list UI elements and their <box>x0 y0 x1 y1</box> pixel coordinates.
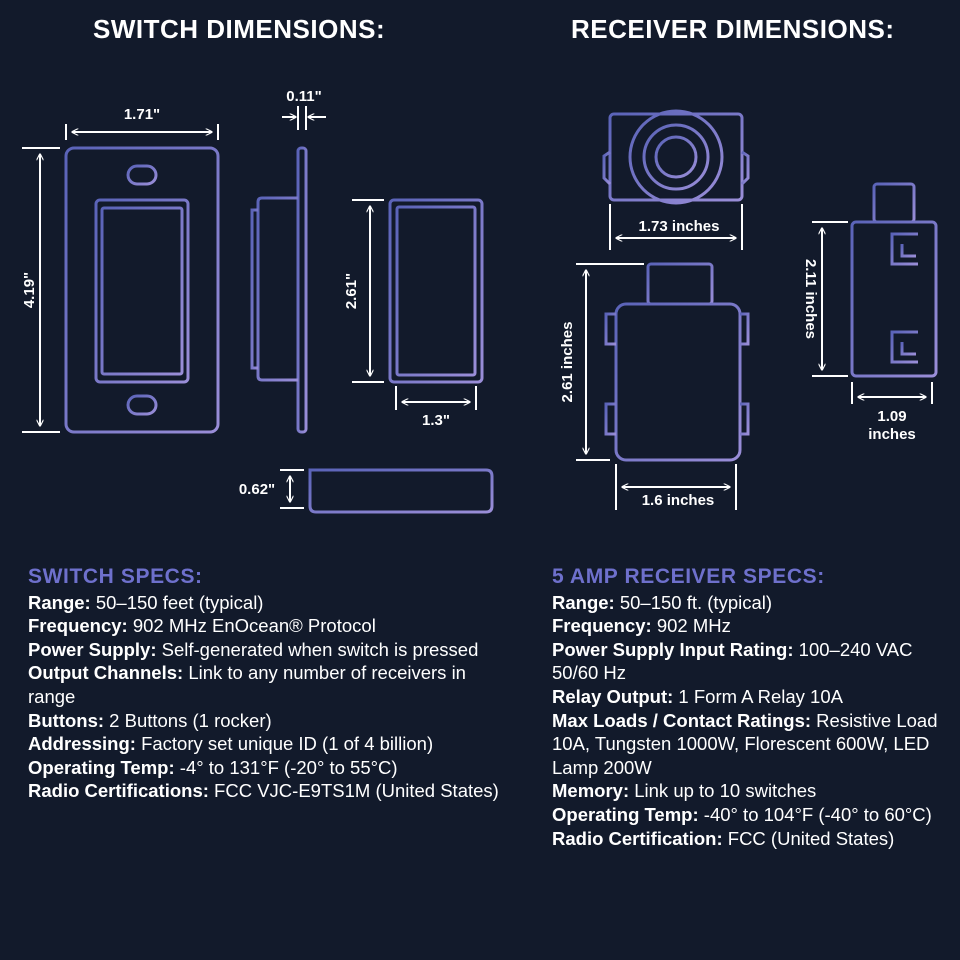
rocker-side-view <box>308 467 494 514</box>
rocker-height-label: 2.61" <box>343 273 360 309</box>
switch-dimensions-heading: SWITCH DIMENSIONS: <box>93 14 386 44</box>
receiver-top-view <box>602 109 750 205</box>
receiver-spec-relay-output: Relay Output: 1 Form A Relay 10A <box>552 685 843 707</box>
receiver-spec-frequency: Frequency: 902 MHz <box>552 615 731 637</box>
receiver-spec-range: Range: 50–150 ft. (typical) <box>552 591 773 613</box>
receiver-dimensions-heading: RECEIVER DIMENSIONS: <box>571 14 895 44</box>
switch-depth-dimension <box>282 106 326 130</box>
receiver-side-width-label-line2: inches <box>868 426 916 443</box>
switch-specs-title: SWITCH SPECS: <box>28 565 203 588</box>
switch-height-label: 4.19" <box>21 272 38 308</box>
receiver-width-label: 1.73 inches <box>639 218 720 235</box>
switch-specs-section: SWITCH SPECS: Range: 50–150 feet (typica… <box>28 565 518 803</box>
switch-spec-range: Range: 50–150 feet (typical) <box>28 591 264 613</box>
switch-width-dimension <box>65 124 219 140</box>
receiver-height-label: 2.61 inches <box>559 322 576 403</box>
receiver-width-dimension <box>609 204 743 250</box>
switch-height-dimension <box>22 147 60 433</box>
switch-spec-buttons: Buttons: 2 Buttons (1 rocker) <box>28 709 272 731</box>
receiver-side-width-dimension <box>851 382 933 404</box>
rocker-width-dimension <box>395 386 477 410</box>
switch-spec-frequency: Frequency: 902 MHz EnOcean® Protocol <box>28 615 376 637</box>
switch-spec-operating-temp: Operating Temp: -4° to 131°F (-20° to 55… <box>28 756 398 778</box>
receiver-side-view <box>850 182 938 378</box>
rocker-depth-dimension <box>280 469 304 509</box>
rocker-front-view <box>388 198 484 384</box>
receiver-spec-power-supply: Power Supply Input Rating: 100–240 VAC 5… <box>552 638 913 684</box>
receiver-front-view <box>604 262 750 462</box>
switch-spec-power-supply: Power Supply: Self-generated when switch… <box>28 638 479 660</box>
receiver-spec-operating-temp: Operating Temp: -40° to 104°F (-40° to 6… <box>552 803 932 825</box>
receiver-side-height-dimension <box>812 221 848 377</box>
dimension-diagram: 1.71" 4.19" 0.11" 2.61" 1.3" <box>21 88 938 514</box>
rocker-height-dimension <box>352 199 384 383</box>
receiver-specs-section: 5 AMP RECEIVER SPECS: Range: 50–150 ft. … <box>552 565 954 850</box>
switch-spec-addressing: Addressing: Factory set unique ID (1 of … <box>28 733 434 755</box>
switch-width-label: 1.71" <box>124 106 160 123</box>
receiver-spec-memory: Memory: Link up to 10 switches <box>552 780 817 802</box>
switch-depth-label: 0.11" <box>286 88 321 105</box>
switch-spec-output-channels: Output Channels: Link to any number of r… <box>28 662 466 707</box>
receiver-spec-max-loads: Max Loads / Contact Ratings: Resistive L… <box>552 709 938 778</box>
receiver-spec-radio-certification: Radio Certification: FCC (United States) <box>552 827 895 849</box>
receiver-body-width-dimension <box>615 464 737 510</box>
receiver-body-width-label: 1.6 inches <box>642 492 715 509</box>
receiver-side-height-label: 2.11 inches <box>802 259 819 339</box>
rocker-depth-label: 0.62" <box>239 481 275 498</box>
switch-front-view <box>64 146 220 434</box>
switch-spec-radio-certifications: Radio Certifications: FCC VJC-E9TS1M (Un… <box>28 780 499 802</box>
receiver-specs-title: 5 AMP RECEIVER SPECS: <box>552 565 825 588</box>
rocker-width-label: 1.3" <box>422 412 450 429</box>
receiver-height-dimension <box>576 263 644 461</box>
switch-side-view <box>250 146 308 434</box>
receiver-side-width-label-line1: 1.09 <box>877 408 906 425</box>
